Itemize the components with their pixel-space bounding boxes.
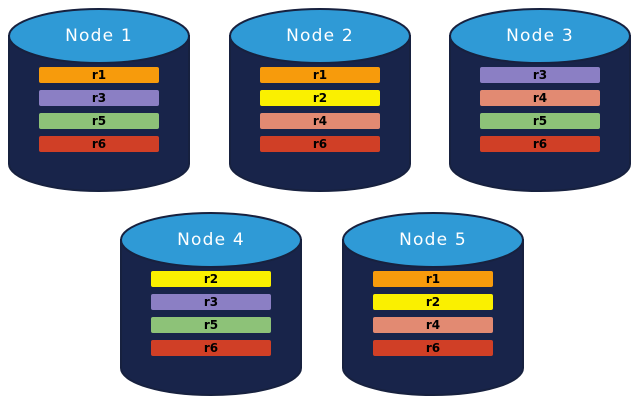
replica-bar[interactable]: r1 (39, 67, 159, 83)
replica-stack: r3 r4 r5 r6 (449, 67, 631, 152)
replica-bar[interactable]: r6 (373, 340, 493, 356)
replica-stack: r1 r2 r4 r6 (342, 271, 524, 356)
cylinder-top (229, 8, 411, 64)
replica-bar[interactable]: r4 (260, 113, 380, 129)
replica-bar[interactable]: r3 (480, 67, 600, 83)
cylinder-top (342, 212, 524, 268)
replica-bar[interactable]: r1 (260, 67, 380, 83)
replica-bar[interactable]: r2 (151, 271, 271, 287)
cylinder-top (8, 8, 190, 64)
replica-bar[interactable]: r5 (151, 317, 271, 333)
replica-bar[interactable]: r4 (480, 90, 600, 106)
replica-bar[interactable]: r3 (39, 90, 159, 106)
replica-bar[interactable]: r6 (480, 136, 600, 152)
replica-bar[interactable]: r2 (260, 90, 380, 106)
replica-bar[interactable]: r5 (480, 113, 600, 129)
cylinder-top (120, 212, 302, 268)
replica-bar[interactable]: r1 (373, 271, 493, 287)
replica-bar[interactable]: r5 (39, 113, 159, 129)
cylinder-top (449, 8, 631, 64)
replica-bar[interactable]: r4 (373, 317, 493, 333)
replica-bar[interactable]: r2 (373, 294, 493, 310)
replica-bar[interactable]: r6 (39, 136, 159, 152)
replica-bar[interactable]: r6 (260, 136, 380, 152)
replica-stack: r2 r3 r5 r6 (120, 271, 302, 356)
replica-bar[interactable]: r6 (151, 340, 271, 356)
replica-stack: r1 r2 r4 r6 (229, 67, 411, 152)
replica-stack: r1 r3 r5 r6 (8, 67, 190, 152)
replica-bar[interactable]: r3 (151, 294, 271, 310)
